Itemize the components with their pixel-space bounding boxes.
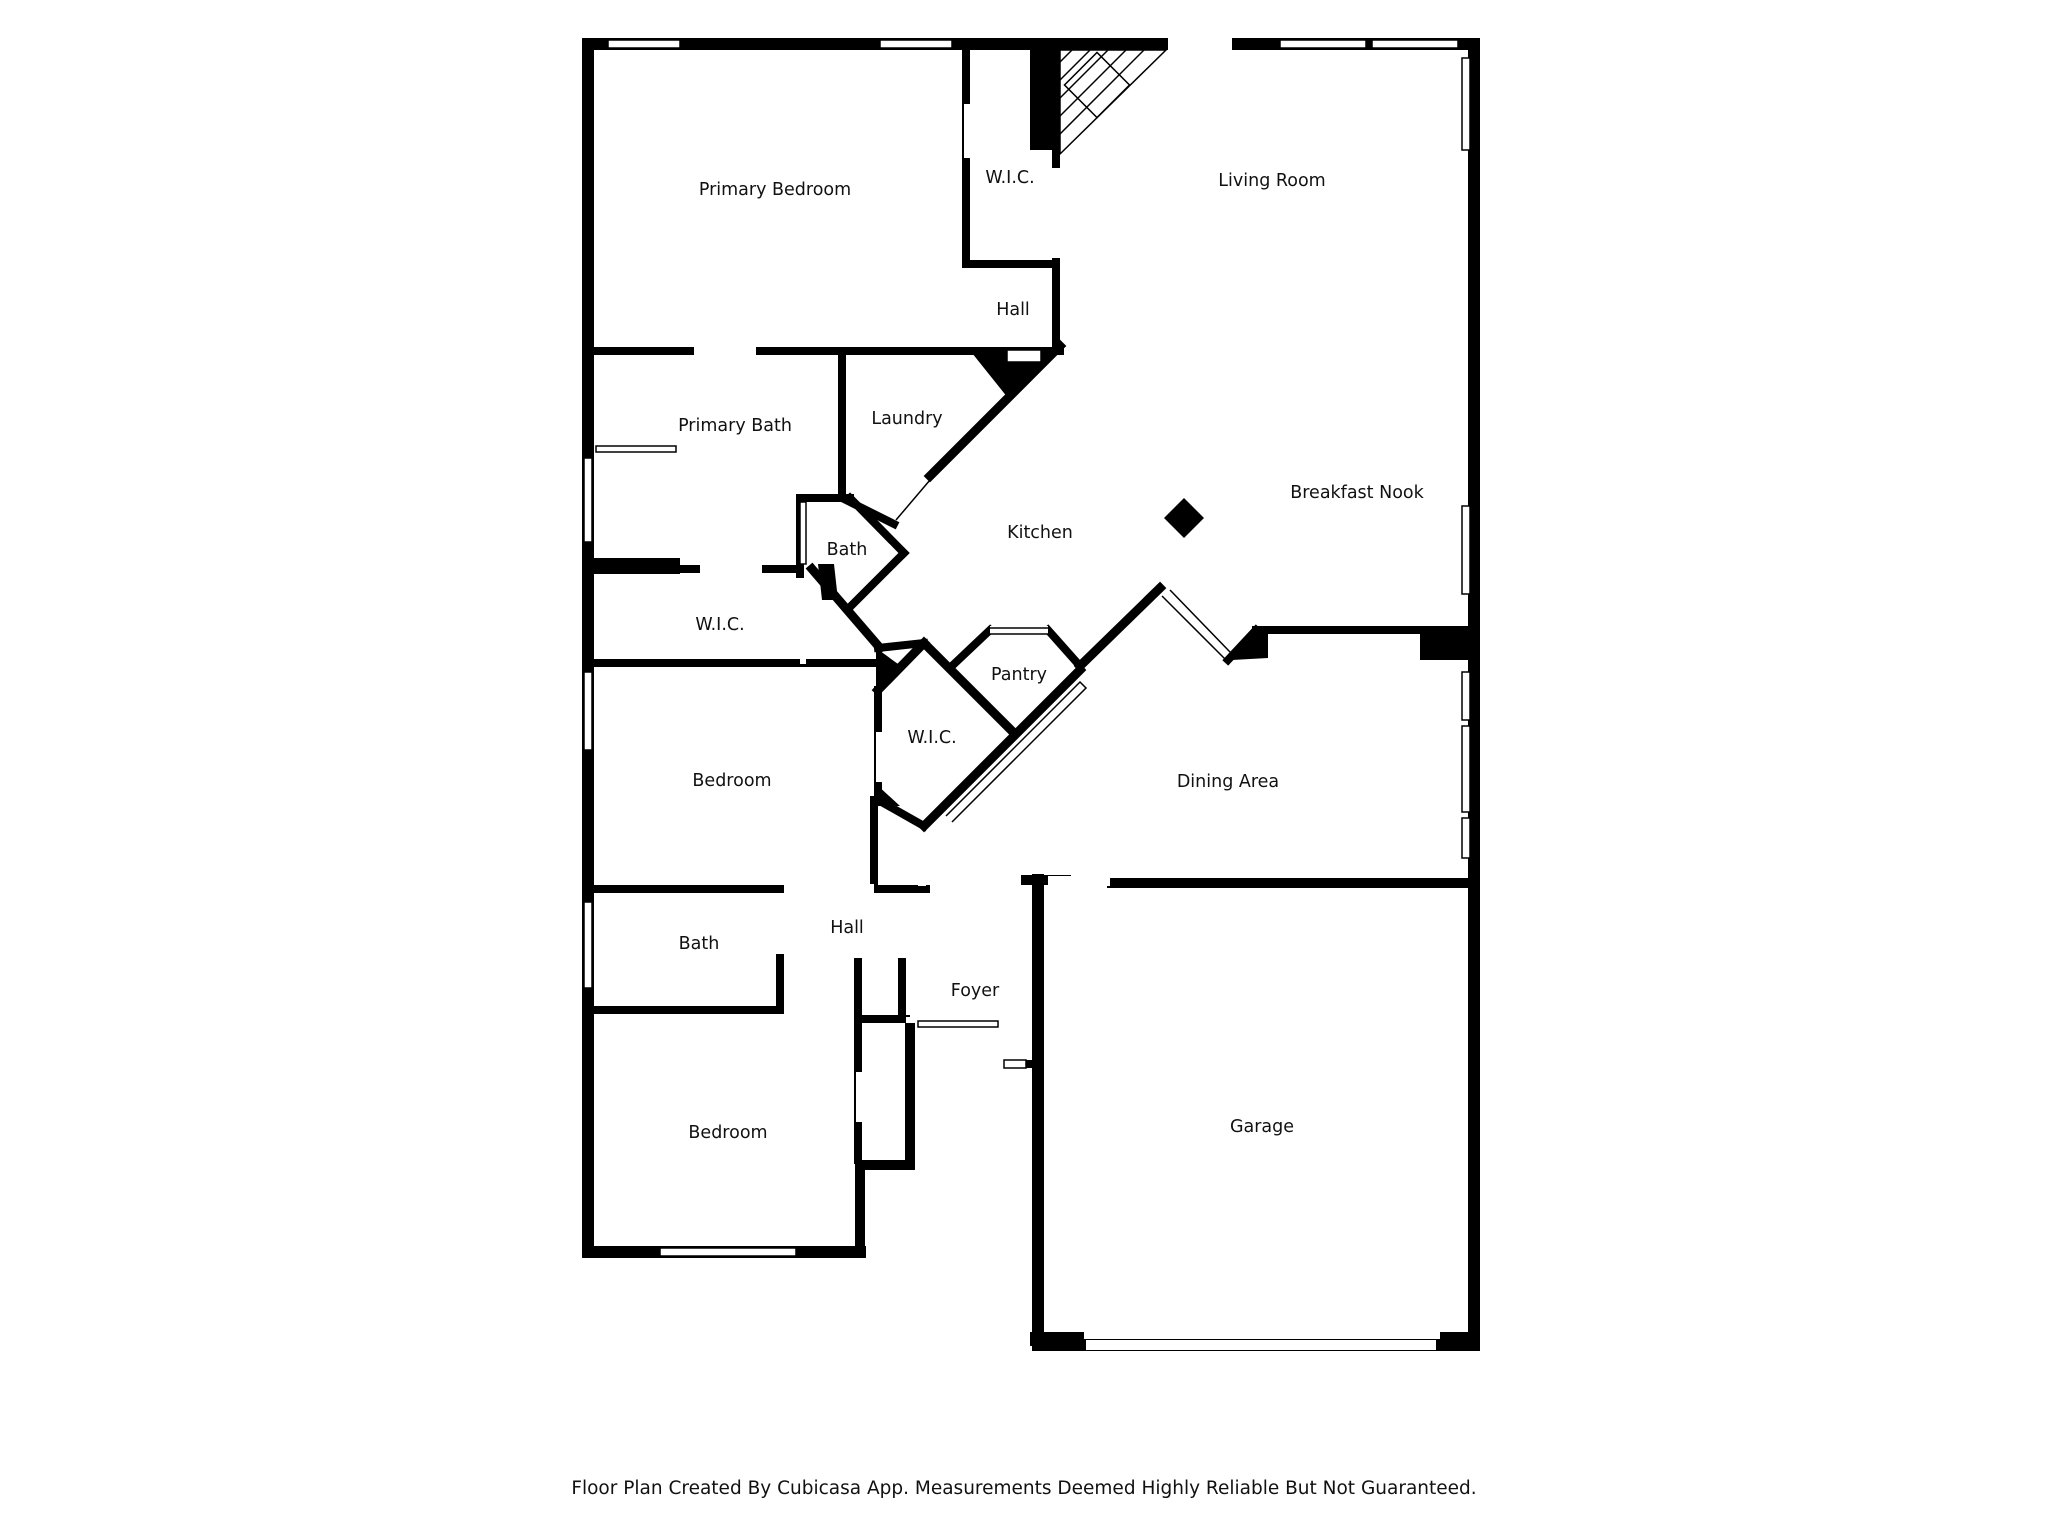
stairs-fireplace-hatch — [1059, 49, 1168, 156]
window — [1461, 57, 1471, 151]
pantry-label: Pantry — [991, 665, 1047, 685]
walls — [582, 38, 1480, 1351]
wic-primary-label: W.I.C. — [985, 168, 1034, 188]
window — [1371, 39, 1459, 49]
window — [879, 39, 953, 49]
window — [1461, 817, 1471, 859]
hall-lower-label: Hall — [830, 918, 864, 938]
window — [583, 901, 593, 989]
breakfast-nook-label: Breakfast Nook — [1290, 483, 1424, 503]
garage-label: Garage — [1230, 1117, 1294, 1137]
openings — [583, 39, 1471, 1257]
primary-bath-label: Primary Bath — [678, 416, 792, 436]
window — [1461, 725, 1471, 813]
window — [583, 671, 593, 751]
bedroom-middle-label: Bedroom — [692, 771, 771, 791]
primary-bedroom-label: Primary Bedroom — [699, 180, 851, 200]
fireplace — [1030, 46, 1060, 150]
window — [799, 501, 807, 565]
window — [607, 39, 681, 49]
diagonal-openings — [895, 479, 1231, 823]
foyer-label: Foyer — [951, 981, 1000, 1001]
window — [1279, 39, 1367, 49]
wic-middle-label: W.I.C. — [695, 615, 744, 635]
laundry-label: Laundry — [871, 409, 942, 429]
door — [917, 1020, 999, 1028]
window — [1461, 671, 1471, 721]
dining-area-label: Dining Area — [1177, 772, 1279, 792]
door — [1003, 1059, 1027, 1069]
footer-disclaimer: Floor Plan Created By Cubicasa App. Meas… — [571, 1478, 1477, 1499]
openings-gaps — [694, 38, 1436, 1350]
bath-small-label: Bath — [827, 540, 868, 560]
window — [659, 1247, 797, 1257]
bedroom-lower-label: Bedroom — [688, 1123, 767, 1143]
living-room-label: Living Room — [1218, 171, 1325, 191]
shelf — [595, 445, 677, 453]
bath-lower-label: Bath — [679, 934, 720, 954]
kitchen-label: Kitchen — [1007, 523, 1073, 543]
window — [583, 457, 593, 543]
hall-upper-label: Hall — [996, 300, 1030, 320]
wic-diagonal-label: W.I.C. — [907, 728, 956, 748]
window — [1461, 505, 1471, 595]
room-labels: Primary Bedroom W.I.C. Living Room Hall … — [678, 168, 1425, 1143]
window — [1006, 349, 1042, 363]
